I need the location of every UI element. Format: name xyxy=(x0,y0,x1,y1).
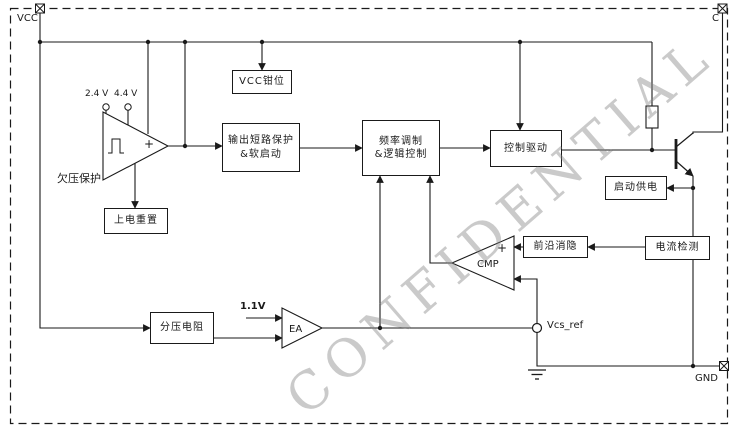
c-pin-label: C xyxy=(712,13,719,24)
gnd-pin-label: GND xyxy=(695,373,718,384)
block-control-drive: 控制驱动 xyxy=(490,130,562,167)
c-pin-to-collector-wire xyxy=(692,13,724,134)
block-current-sense: 电流检测 xyxy=(645,236,710,260)
block-vcc-clamp: VCC钳位 xyxy=(232,70,292,94)
undervoltage-label: 欠压保护 xyxy=(57,172,101,185)
vcc-rail-to-divider xyxy=(39,42,151,332)
block-label: 启动供电 xyxy=(614,182,658,194)
cmp-plus-sign: + xyxy=(497,241,507,255)
cmp-output-wire xyxy=(426,175,452,264)
block-label: VCC钳位 xyxy=(239,76,285,88)
startup-resistor xyxy=(645,105,659,129)
transistor-collector xyxy=(675,132,694,148)
block-voltage-divider: 分压电阻 xyxy=(150,312,214,344)
threshold-low-node xyxy=(102,103,110,111)
block-startup-supply: 启动供电 xyxy=(605,176,667,200)
block-power-on-reset: 上电重置 xyxy=(104,208,168,234)
vcs-ref-label: Vcs_ref xyxy=(547,320,584,331)
gnd-rail-wire xyxy=(536,332,720,367)
transistor-emitter xyxy=(675,160,694,177)
diagram-border xyxy=(9,7,729,425)
gnd-pin xyxy=(719,361,729,371)
threshold-high-label: 4.4 V xyxy=(114,89,138,99)
threshold-low-label: 2.4 V xyxy=(85,89,109,99)
block-label: 电流检测 xyxy=(655,242,700,254)
ground-symbol xyxy=(528,369,546,380)
reference-voltage-label: 1.1V xyxy=(240,301,266,312)
threshold-high-node xyxy=(124,103,132,111)
junction-dots xyxy=(37,39,696,369)
vcc-pin xyxy=(35,3,45,14)
block-label: 前沿消隐 xyxy=(533,241,578,253)
block-leading-edge-blanking: 前沿消隐 xyxy=(523,236,588,258)
block-label: &软启动 xyxy=(240,148,282,160)
wires xyxy=(39,13,724,367)
cmp-label: CMP xyxy=(477,259,499,270)
current-comparator: CMP + xyxy=(450,235,515,291)
block-label: &逻辑控制 xyxy=(374,149,428,160)
c-pin xyxy=(717,3,728,14)
vcs-ref-node xyxy=(531,322,543,334)
block-frequency-logic: 频率调制 &逻辑控制 xyxy=(362,120,440,176)
hysteresis-symbol xyxy=(108,138,124,154)
vcc-pin-label: VCC xyxy=(17,13,38,24)
block-label: 分压电阻 xyxy=(160,322,204,334)
block-output-short-protect: 输出短路保护 &软启动 xyxy=(222,123,300,172)
block-label: 控制驱动 xyxy=(504,142,548,154)
error-amplifier: EA xyxy=(281,307,324,349)
pin-pads xyxy=(35,3,729,371)
block-label: 上电重置 xyxy=(114,215,158,227)
block-label: 输出短路保护 xyxy=(228,135,294,146)
ea-label: EA xyxy=(289,324,302,335)
block-label: 频率调制 xyxy=(379,135,423,147)
uv-comparator: + xyxy=(102,103,170,181)
uv-plus-sign: + xyxy=(144,137,154,151)
vcs-to-cmp-wire xyxy=(513,275,538,324)
power-transistor xyxy=(674,132,694,177)
